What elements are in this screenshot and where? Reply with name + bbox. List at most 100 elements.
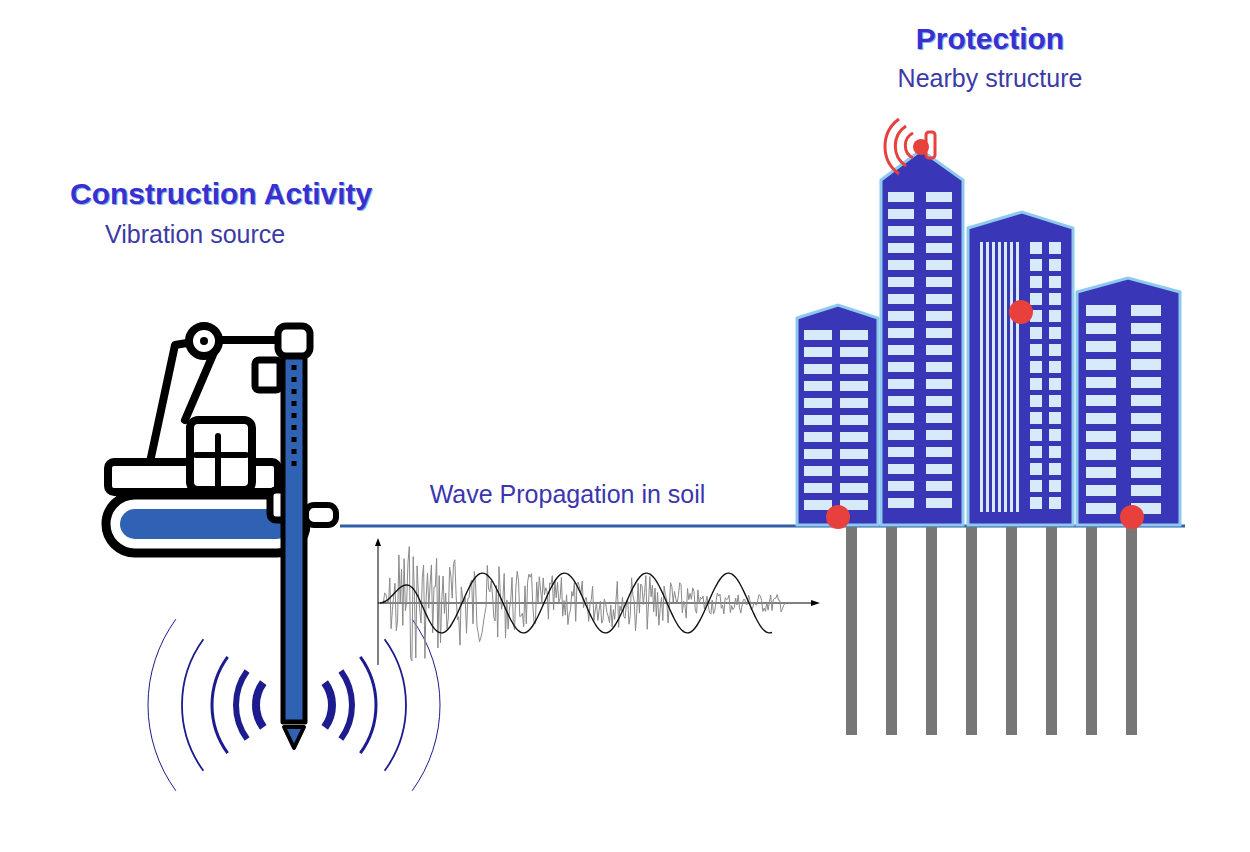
rig-cab [190,420,252,490]
window [1086,341,1116,352]
wave-arc [385,639,406,771]
window [926,498,952,508]
window [888,345,914,355]
window-strip [986,242,989,512]
signal-axis [378,545,379,665]
window [926,481,952,491]
piling-rig [106,326,336,748]
window [926,413,952,423]
pile [1086,527,1097,735]
window [1030,361,1042,373]
window [804,500,832,510]
window [1131,431,1161,442]
window [888,294,914,304]
window [1049,293,1061,305]
window-strip [980,242,983,512]
pile-mast [283,350,305,722]
window [888,226,914,236]
window-strip [1016,242,1019,512]
cab-line [196,452,246,458]
pile [1126,527,1137,735]
window [1049,276,1061,288]
window [1049,327,1061,339]
building-group [797,150,1180,525]
window [926,328,952,338]
signal-arcs [885,119,935,174]
pile [926,527,937,735]
window [1086,485,1116,496]
window [1049,242,1061,254]
sensor-dot [826,505,850,529]
mast-clamp [255,360,280,390]
time-axis [378,603,812,604]
window [1131,413,1161,424]
mast-holes [292,365,297,470]
window [926,464,952,474]
window [1086,413,1116,424]
window [926,209,952,219]
window [1049,446,1061,458]
window [1030,327,1042,339]
window [1030,497,1042,509]
track-fill [120,509,292,539]
window [804,466,832,476]
boom-pulley-hub [200,337,208,345]
window [840,381,868,391]
mast-cap [278,326,310,356]
wave-arc [148,619,176,791]
window [1131,377,1161,388]
window [1030,395,1042,407]
pile-group [846,527,1137,735]
window [926,379,952,389]
window [1049,463,1061,475]
window [888,277,914,287]
window [888,328,914,338]
building [881,150,963,525]
window [1086,449,1116,460]
pile [1046,527,1057,735]
window [926,345,952,355]
window [1049,497,1061,509]
window [840,415,868,425]
building [797,305,878,525]
sensor-dot [1120,505,1144,529]
window [804,449,832,459]
window [1049,344,1061,356]
window [1049,480,1061,492]
vibration-signal [382,547,785,661]
sine-signal [380,573,772,633]
window [1086,431,1116,442]
window [1131,467,1161,478]
window [888,396,914,406]
pile [846,527,857,735]
window [1030,446,1042,458]
window [840,432,868,442]
window [1131,395,1161,406]
window [804,364,832,374]
window [926,294,952,304]
window [1049,429,1061,441]
pile [886,527,897,735]
window [926,396,952,406]
window [1086,305,1116,316]
window [840,466,868,476]
window-strip [1004,242,1007,512]
wave-arc [236,671,247,739]
pile-tip [284,727,304,748]
window [926,260,952,270]
window [804,330,832,340]
axis-head [375,538,381,546]
edge-label: Wave Propagation in soil [427,480,709,509]
signal-arc [895,126,906,166]
cab-line [215,436,221,485]
window [804,432,832,442]
window [1131,449,1161,460]
window [888,209,914,219]
window [1049,361,1061,373]
window [1030,378,1042,390]
window [804,483,832,493]
window [926,311,952,321]
